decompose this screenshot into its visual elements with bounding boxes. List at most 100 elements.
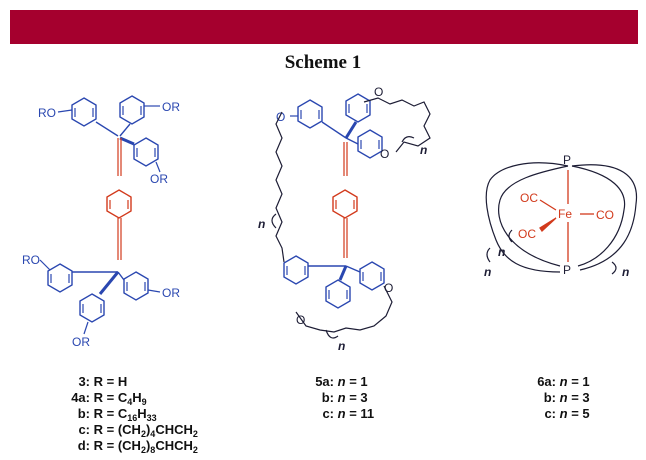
caption-line: c: n = 5 [530, 406, 590, 422]
caption-text: R = (CH [93, 438, 141, 453]
aryl-ring [79, 293, 105, 323]
caption-text: ) [145, 422, 151, 437]
atom-label-n: n [622, 265, 629, 279]
caption-subscript: 2 [140, 445, 146, 455]
caption-text: CHCH [155, 438, 193, 453]
caption-line: 4a: R = C4H9 [64, 390, 198, 407]
caption-subscript: 2 [192, 429, 198, 439]
caption-subscript: 33 [146, 413, 157, 423]
caption-text: R = C [93, 406, 128, 421]
caption-label: c: [544, 406, 556, 421]
caption-label: 5a: [315, 374, 334, 389]
caption-text: CHCH [155, 422, 193, 437]
caption-label: c: [78, 422, 90, 437]
aryl-ring [359, 261, 385, 291]
atom-label-or: OR [162, 100, 180, 114]
caption-text: ) [145, 438, 151, 453]
compound-6-caption: 6a: n = 1 b: n = 3 c: n = 5 [530, 374, 590, 422]
atom-label-or: OR [150, 172, 168, 186]
caption-line: 6a: n = 1 [530, 374, 590, 390]
atom-label-o: O [380, 147, 389, 161]
caption-text: H [132, 390, 142, 405]
caption-variable: n [559, 374, 568, 389]
caption-line: 3: R = H [64, 374, 198, 390]
caption-line: 5a: n = 1 [308, 374, 374, 390]
caption-subscript: 9 [141, 397, 147, 407]
atom-label-o: O [374, 85, 383, 99]
atom-label-or: OR [162, 286, 180, 300]
scheme-title: Scheme 1 [284, 52, 362, 73]
caption-text: R = (CH [93, 422, 141, 437]
caption-subscript: 4 [127, 397, 133, 407]
atom-label-o: O [384, 281, 393, 295]
caption-line: d: R = (CH2)8CHCH2 [64, 438, 198, 455]
caption-label: b: [77, 406, 90, 421]
atom-label-n: n [420, 143, 427, 157]
caption-text: = 3 [567, 390, 590, 405]
caption-text: = 5 [567, 406, 590, 421]
caption-line: b: n = 3 [530, 390, 590, 406]
compound-3-caption: 3: R = H 4a: R = C4H9 b: R = C16H33 c: R… [64, 374, 198, 455]
aryl-ring [71, 97, 97, 127]
atom-label-o: O [276, 110, 285, 124]
atom-label-n: n [338, 339, 345, 353]
aryl-ring [133, 137, 159, 167]
caption-subscript: 8 [150, 445, 156, 455]
phenylene-ring [106, 189, 132, 219]
atom-label-p: P [563, 153, 571, 167]
atom-label-n: n [484, 265, 491, 279]
atom-label-fe: Fe [558, 207, 572, 221]
caption-variable: n [559, 390, 568, 405]
caption-line: b: R = C16H33 [64, 406, 198, 423]
caption-variable: n [337, 406, 346, 421]
atom-label-p: P [563, 263, 571, 277]
aryl-ring [325, 279, 351, 309]
aryl-ring [283, 255, 309, 285]
aryl-ring [119, 95, 145, 125]
atom-label-o: O [296, 313, 305, 327]
aryl-ring [123, 271, 149, 301]
atom-label-n: n [258, 217, 265, 231]
phenylene-ring [332, 189, 358, 219]
aryl-ring [47, 263, 73, 293]
compound-5-structure: O [276, 93, 385, 309]
caption-subscript: 2 [192, 445, 198, 455]
scheme-figure: RO OR OR RO OR OR O [22, 85, 638, 353]
caption-label: 6a: [537, 374, 556, 389]
aryl-ring [357, 129, 383, 159]
atom-label-oc: OC [518, 227, 536, 241]
compound-5-alkyl-chains: n n O O n O O [258, 85, 431, 353]
caption-label: d: [77, 438, 90, 453]
caption-line: c: R = (CH2)4CHCH2 [64, 422, 198, 439]
header-banner [10, 10, 638, 44]
caption-text: R = H [93, 374, 128, 389]
atom-label-or: OR [72, 335, 90, 349]
caption-text: = 3 [345, 390, 368, 405]
atom-label-ro: RO [38, 106, 56, 120]
caption-line: c: n = 11 [308, 406, 374, 422]
compound-3-linker [106, 138, 132, 260]
compound-3-structure: RO OR OR RO OR OR [22, 95, 180, 349]
aryl-ring [297, 99, 323, 129]
compound-5-caption: 5a: n = 1 b: n = 3 c: n = 11 [308, 374, 374, 422]
aryl-ring [345, 93, 371, 123]
caption-label: 3: [78, 374, 90, 389]
atom-label-co: CO [596, 208, 614, 222]
compound-5-linker [332, 142, 358, 258]
caption-text: R = C [93, 390, 128, 405]
atom-label-oc: OC [520, 191, 538, 205]
header-banner-fill [10, 10, 638, 44]
caption-text: = 1 [345, 374, 368, 389]
caption-text: = 1 [567, 374, 590, 389]
caption-subscript: 4 [150, 429, 156, 439]
caption-line: b: n = 3 [308, 390, 374, 406]
caption-text: = 11 [345, 406, 375, 421]
caption-subscript: 16 [127, 413, 138, 423]
atom-label-n: n [498, 245, 505, 259]
caption-text: H [137, 406, 147, 421]
caption-label: b: [321, 390, 334, 405]
compound-6-structure: n n n P P Fe OC CO OC [484, 153, 638, 279]
caption-label: 4a: [71, 390, 90, 405]
caption-variable: n [559, 406, 568, 421]
caption-label: c: [322, 406, 334, 421]
